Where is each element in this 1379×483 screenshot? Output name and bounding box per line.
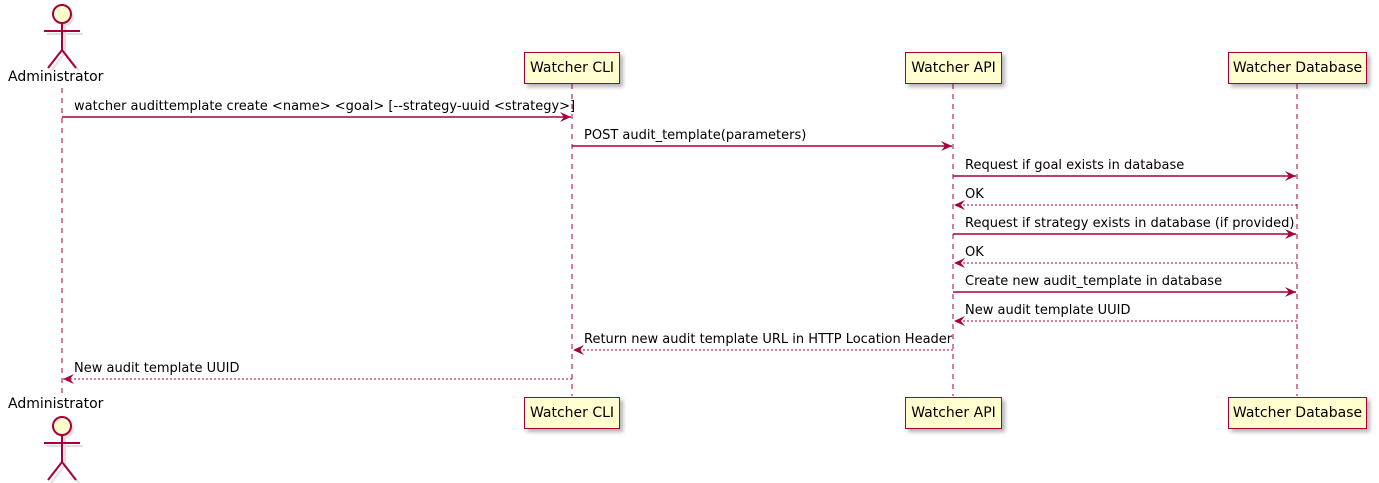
message-label: Request if goal exists in database — [965, 158, 1185, 173]
message-arrows — [62, 112, 1297, 384]
arrow-head-icon — [1285, 171, 1296, 181]
message-label: watcher audittemplate create <name> <goa… — [74, 99, 576, 114]
participant-watcher-database-bottom[interactable]: Watcher Database — [1228, 397, 1367, 429]
message-label: OK — [965, 245, 984, 260]
message-arrow — [572, 141, 952, 151]
arrow-head-icon — [573, 345, 584, 355]
participant-label: Watcher CLI — [529, 405, 615, 421]
message-arrow — [954, 200, 1297, 210]
message-label: Request if strategy exists in database (… — [965, 216, 1295, 231]
lifelines — [61, 84, 1298, 396]
participant-watcher-database-top[interactable]: Watcher Database — [1228, 52, 1367, 84]
actor-head-icon — [52, 416, 72, 436]
message-arrow — [573, 345, 953, 355]
participant-watcher-api-bottom[interactable]: Watcher API — [905, 397, 1002, 429]
actor-label-administrator-top: Administrator — [8, 69, 104, 85]
message-label: POST audit_template(parameters) — [584, 128, 807, 143]
arrow-head-icon — [1285, 229, 1296, 239]
message-label: Create new audit_template in database — [965, 274, 1223, 289]
actor-administrator-top — [44, 4, 83, 72]
message-arrow — [954, 258, 1297, 268]
participant-label: Watcher API — [911, 60, 996, 76]
actor-head-icon — [52, 4, 72, 24]
actor-label-administrator-bottom: Administrator — [8, 396, 104, 412]
participant-watcher-cli-top[interactable]: Watcher CLI — [524, 52, 620, 84]
message-arrow — [953, 229, 1296, 239]
participant-watcher-api-top[interactable]: Watcher API — [905, 52, 1002, 84]
participant-label: Watcher CLI — [529, 60, 615, 76]
arrow-head-icon — [954, 258, 965, 268]
message-arrow — [62, 112, 571, 122]
message-arrow — [953, 171, 1296, 181]
message-arrow — [954, 316, 1297, 326]
arrow-head-icon — [63, 374, 74, 384]
arrow-head-icon — [954, 200, 965, 210]
message-label: New audit template UUID — [74, 361, 240, 376]
actor-administrator-bottom — [44, 416, 83, 483]
message-label: Return new audit template URL in HTTP Lo… — [584, 332, 953, 347]
arrow-head-icon — [560, 112, 571, 122]
message-arrow — [953, 287, 1296, 297]
arrow-head-icon — [1285, 287, 1296, 297]
participant-label: Watcher Database — [1232, 405, 1363, 421]
participant-label: Watcher Database — [1232, 60, 1363, 76]
message-label: New audit template UUID — [965, 303, 1131, 318]
participant-watcher-cli-bottom[interactable]: Watcher CLI — [524, 397, 620, 429]
arrow-head-icon — [941, 141, 952, 151]
message-label: OK — [965, 187, 984, 202]
message-arrow — [63, 374, 572, 384]
arrow-head-icon — [954, 316, 965, 326]
participant-label: Watcher API — [911, 405, 996, 421]
